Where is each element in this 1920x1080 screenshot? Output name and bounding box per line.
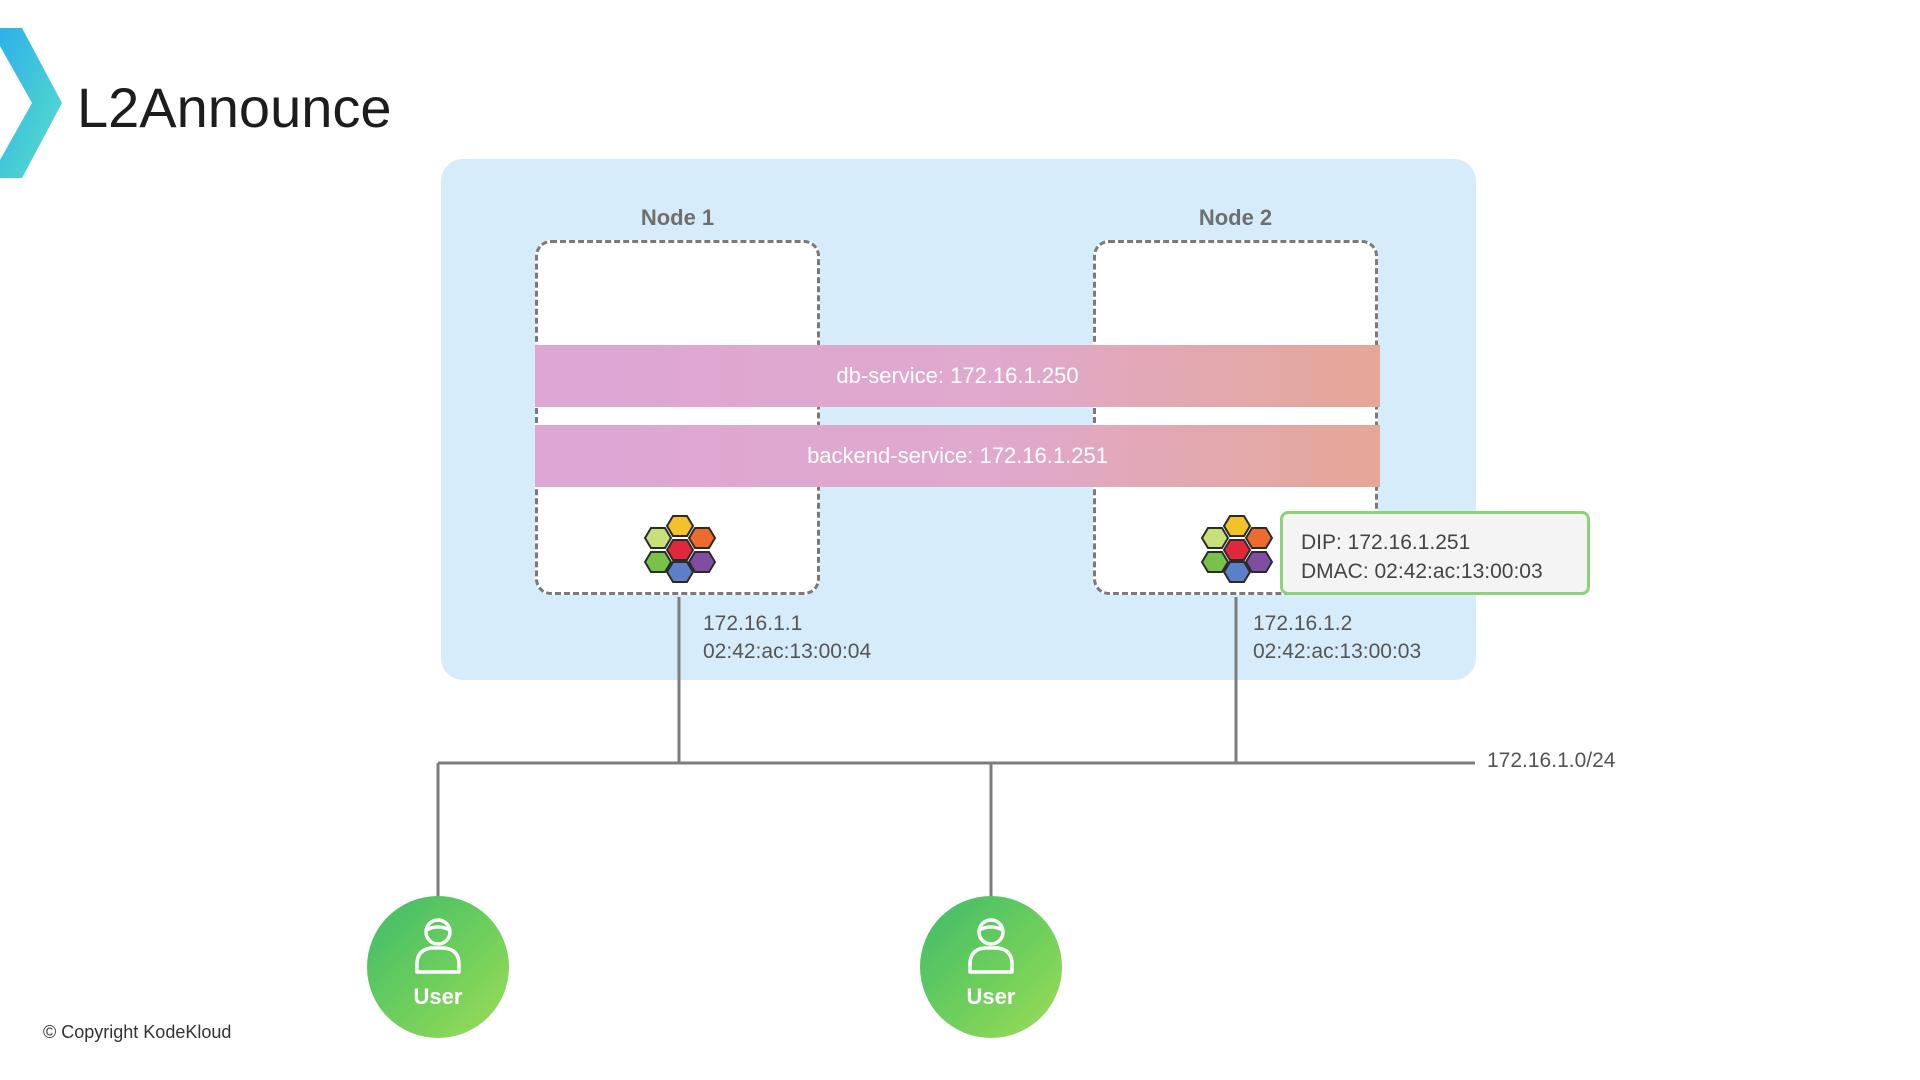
node1-mac: 02:42:ac:13:00:04 [703,640,872,663]
arp-callout: DIP: 172.16.1.251 DMAC: 02:42:ac:13:00:0… [1280,511,1590,595]
db-service-bar: db-service: 172.16.1.250 [535,345,1380,407]
page-title: L2Announce [77,76,392,139]
user-label: User [413,984,463,1009]
subnet-label: 172.16.1.0/24 [1487,749,1616,772]
node2-title: Node 2 [1198,205,1273,230]
cilium-hexagon-icon [1200,515,1274,583]
user-label: User [966,984,1016,1009]
user-icon [968,918,1014,974]
chevron-icon [0,28,62,178]
backend-service-bar: backend-service: 172.16.1.251 [535,425,1380,487]
copyright-text: © Copyright KodeKloud [43,1022,232,1042]
user-node: User [920,896,1062,1038]
node2-ip: 172.16.1.2 [1253,612,1353,635]
user-node: User [367,896,509,1038]
node1-title: Node 1 [640,205,715,230]
node1-ip: 172.16.1.1 [703,612,803,635]
callout-dmac: DMAC: 02:42:ac:13:00:03 [1301,560,1543,583]
cilium-hexagon-icon [643,515,717,583]
node2-mac: 02:42:ac:13:00:03 [1253,640,1422,663]
user-icon [415,918,461,974]
callout-dip: DIP: 172.16.1.251 [1301,531,1471,554]
